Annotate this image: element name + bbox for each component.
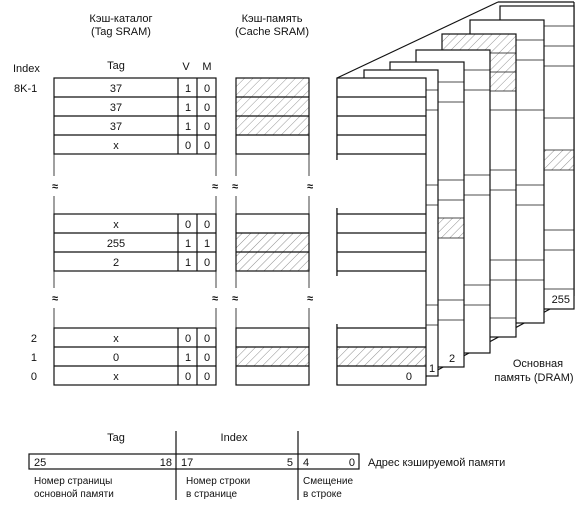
break-mark: ≈ [52,181,58,193]
break-mark: ≈ [212,181,218,193]
tag-description: Номер страницы [34,476,112,487]
tag-cell: 37 [110,102,122,114]
m-cell: 0 [204,140,210,152]
tag-sram-bottom-rows: 2 x 0 0 1 0 1 0 0 x 0 0 [31,333,210,383]
index-label-0: 0 [31,371,37,383]
address-bit-field [28,453,360,470]
v-cell: 0 [185,333,191,345]
break-mark: ≈ [232,293,238,305]
v-column-header: V [182,61,190,73]
dram-page-label: 2 [449,353,455,365]
tag-column-header: Tag [107,60,125,72]
dram-label-subtitle: память (DRAM) [494,372,573,384]
dram-stack: 255 37 [320,1,575,386]
address-field-index: Index [221,432,248,444]
dram-page-0: 0 [336,77,427,386]
m-cell: 0 [204,371,210,383]
tag-cell: x [113,371,119,383]
dram-label: Основная [513,358,563,370]
tag-cell: 37 [110,121,122,133]
v-cell: 1 [185,83,191,95]
v-cell: 0 [185,219,191,231]
tag-cell: x [113,333,119,345]
offset-high-bit: 4 [303,457,309,469]
index-label-8k-1: 8K-1 [14,83,37,95]
tag-cell: x [113,140,119,152]
m-cell: 0 [204,121,210,133]
dram-page-label: 1 [429,363,435,375]
cache-sram-middle-block [235,213,310,328]
tag-cell: 255 [107,238,125,250]
index-label-1: 1 [31,352,37,364]
tag-cell: 2 [113,257,119,269]
cache-sram-top-block [235,77,310,214]
m-cell: 0 [204,83,210,95]
index-low-bit: 5 [287,457,293,469]
break-mark: ≈ [307,293,313,305]
index-label-2: 2 [31,333,37,345]
tag-cell: x [113,219,119,231]
m-column-header: M [202,61,211,73]
index-column-header: Index [13,63,40,75]
tag-sram-top-rows: 8K-1 37 1 0 37 1 0 37 1 0 x 0 0 [14,83,210,152]
v-cell: 1 [185,257,191,269]
v-cell: 1 [185,121,191,133]
m-cell: 0 [204,219,210,231]
dram-page-label: 0 [406,371,412,383]
tag-sram-continuation [53,154,217,328]
m-cell: 0 [204,102,210,114]
dram-page-label: 255 [552,294,570,306]
tag-low-bit: 18 [160,457,172,469]
cache-sram-title: Кэш-память [242,13,303,25]
address-caption: Адрес кэшируемой памяти [368,457,505,469]
cache-sram-bottom-block [235,327,310,386]
tag-sram-bottom-block [53,327,217,386]
tag-sram-top-block [53,77,217,155]
tag-sram-subtitle: (Tag SRAM) [91,26,151,38]
break-mark: ≈ [52,293,58,305]
tag-cell: 37 [110,83,122,95]
v-cell: 1 [185,102,191,114]
address-format: Tag Index 25 18 17 5 4 0 Адрес кэшируемо… [28,431,505,500]
m-cell: 1 [204,238,210,250]
tag-description-line2: основной памяти [34,489,114,500]
v-cell: 1 [185,352,191,364]
index-description-line2: в странице [186,489,238,500]
tag-sram-middle-block [53,213,217,272]
offset-description: Смещение [303,476,353,487]
index-high-bit: 17 [181,457,193,469]
break-mark: ≈ [307,181,313,193]
v-cell: 1 [185,238,191,250]
tag-high-bit: 25 [34,457,46,469]
v-cell: 0 [185,371,191,383]
index-description: Номер строки [186,476,250,487]
break-mark: ≈ [232,181,238,193]
address-field-tag: Tag [107,432,125,444]
offset-low-bit: 0 [349,457,355,469]
tag-sram-title: Кэш-каталог [89,13,152,25]
m-cell: 0 [204,333,210,345]
m-cell: 0 [204,257,210,269]
tag-cell: 0 [113,352,119,364]
tag-sram-middle-rows: x 0 0 255 1 1 2 1 0 [107,219,210,269]
offset-description-line2: в строке [303,489,342,500]
v-cell: 0 [185,140,191,152]
m-cell: 0 [204,352,210,364]
cache-sram-subtitle: (Cache SRAM) [235,26,309,38]
break-mark: ≈ [212,293,218,305]
